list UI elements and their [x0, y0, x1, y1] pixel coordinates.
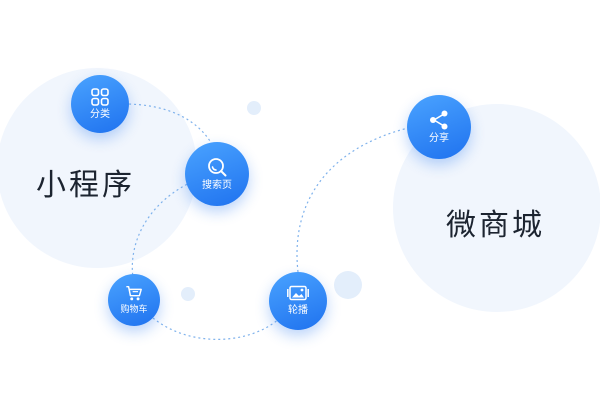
cart-node-label: 购物车 [120, 305, 148, 315]
search-node[interactable]: 搜索页 [185, 142, 249, 206]
decor-dot [181, 287, 195, 301]
shopping-cart-icon [126, 285, 142, 301]
carousel-node[interactable]: 轮播 [269, 272, 327, 330]
connector-carousel-share [296, 127, 409, 273]
search-node-label: 搜索页 [202, 180, 232, 191]
micro-mall-label: 微商城 [446, 208, 545, 243]
decor-dot [247, 101, 261, 115]
mini-program-label: 小程序 [36, 168, 135, 203]
image-carousel-icon [287, 285, 309, 301]
connector-search-cart [131, 179, 197, 279]
carousel-node-label: 轮播 [288, 305, 308, 316]
share-node-label: 分享 [429, 133, 449, 144]
grid-icon [91, 88, 109, 106]
search-icon [208, 158, 227, 177]
cart-node[interactable]: 购物车 [108, 274, 160, 326]
share-icon [430, 110, 448, 130]
connector-category-search [123, 103, 216, 151]
share-node[interactable]: 分享 [407, 95, 471, 159]
category-node[interactable]: 分类 [71, 75, 129, 133]
connector-cart-carousel [152, 317, 281, 340]
category-node-label: 分类 [90, 109, 110, 120]
decor-dot [334, 271, 362, 299]
